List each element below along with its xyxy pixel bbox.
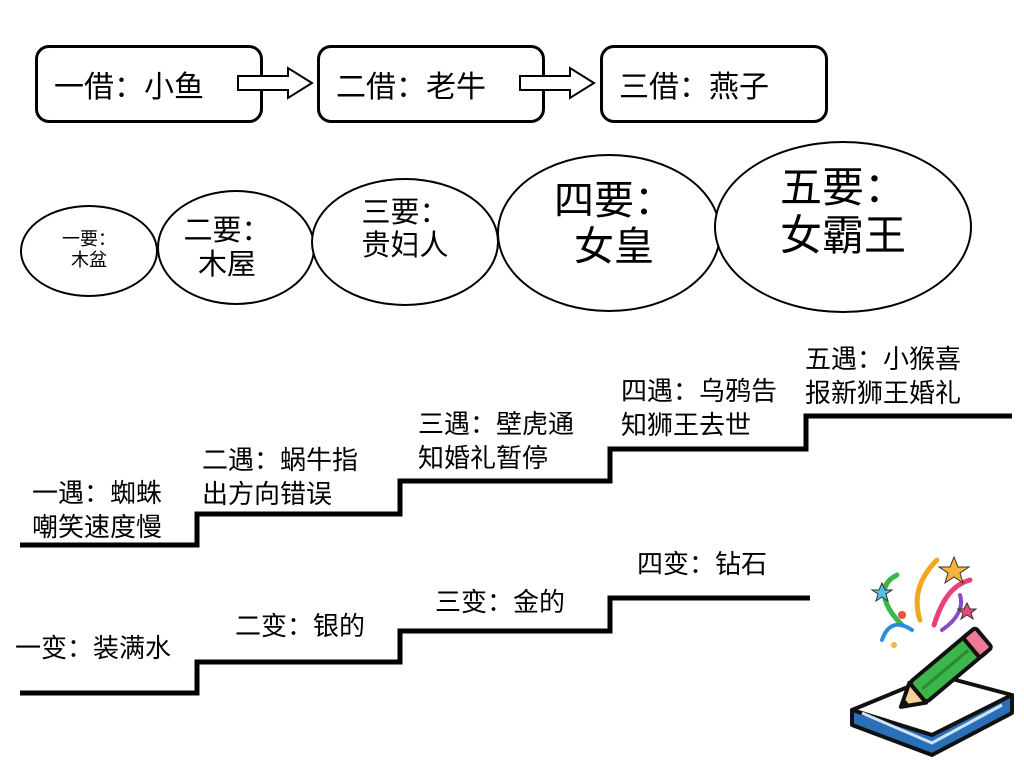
wish-ellipse-1: 一要：木盆 — [20, 205, 158, 297]
wish-line: 女皇 — [574, 224, 654, 270]
encounter-line: 知狮王去世 — [621, 411, 752, 441]
borrow-label: 一借：小鱼 — [54, 70, 204, 105]
wish-line: 贵妇人 — [361, 228, 449, 262]
encounter-line: 四遇：乌鸦告 — [621, 377, 778, 407]
changes-staircase — [20, 595, 810, 696]
encounters-staircase — [20, 413, 1012, 548]
wish-line: 一要： — [62, 229, 116, 251]
change-text-1: 一变：装满水 — [15, 634, 172, 664]
encounter-line: 嘲笑速度慢 — [32, 513, 163, 543]
wish-ellipse-2: 二要：木屋 — [157, 190, 315, 305]
encounter-text-5: 五遇：小猴喜 报新狮王婚礼 — [805, 343, 961, 411]
wish-line: 四要： — [554, 178, 674, 224]
wish-line: 木屋 — [197, 246, 256, 281]
borrow-box-1: 一借：小鱼 — [35, 45, 263, 123]
encounter-line: 知婚礼暂停 — [418, 444, 549, 474]
borrow-box-2: 二借：老牛 — [317, 45, 545, 123]
wish-line: 三要： — [361, 194, 449, 229]
encounter-line: 出方向错误 — [202, 480, 333, 510]
encounter-line: 五遇：小猴喜 — [805, 345, 962, 375]
change-text-3: 三变：金的 — [435, 588, 566, 618]
wish-line: 女霸王 — [779, 211, 906, 260]
encounter-text-2: 二遇：蜗牛指 出方向错误 — [202, 444, 358, 512]
encounter-text-4: 四遇：乌鸦告 知狮王去世 — [621, 375, 777, 443]
pencil-book-icon — [850, 555, 1014, 757]
wish-ellipse-3: 三要：贵妇人 — [311, 178, 499, 306]
arrow-right-icon — [519, 66, 596, 100]
borrow-label: 二借：老牛 — [336, 70, 486, 105]
wish-ellipse-4: 四要：女皇 — [497, 154, 721, 312]
borrow-label: 三借：燕子 — [619, 70, 769, 105]
change-text-4: 四变：钻石 — [637, 550, 768, 580]
change-text-2: 二变：银的 — [235, 612, 366, 642]
encounter-text-3: 三遇：壁虎通 知婚礼暂停 — [418, 408, 574, 476]
borrow-box-3: 三借：燕子 — [600, 45, 828, 123]
wish-line: 二要： — [183, 213, 271, 248]
encounter-line: 二遇：蜗牛指 — [202, 446, 359, 476]
encounter-text-1: 一遇：蜘蛛 嘲笑速度慢 — [32, 477, 162, 545]
wish-line: 五要： — [779, 162, 906, 212]
encounter-line: 报新狮王婚礼 — [805, 379, 962, 409]
arrow-right-icon — [237, 66, 314, 100]
encounter-line: 三遇：壁虎通 — [418, 410, 575, 440]
wish-line: 木盆 — [71, 250, 107, 271]
encounter-line: 一遇：蜘蛛 — [32, 479, 163, 509]
wish-ellipse-5: 五要：女霸王 — [714, 141, 972, 313]
